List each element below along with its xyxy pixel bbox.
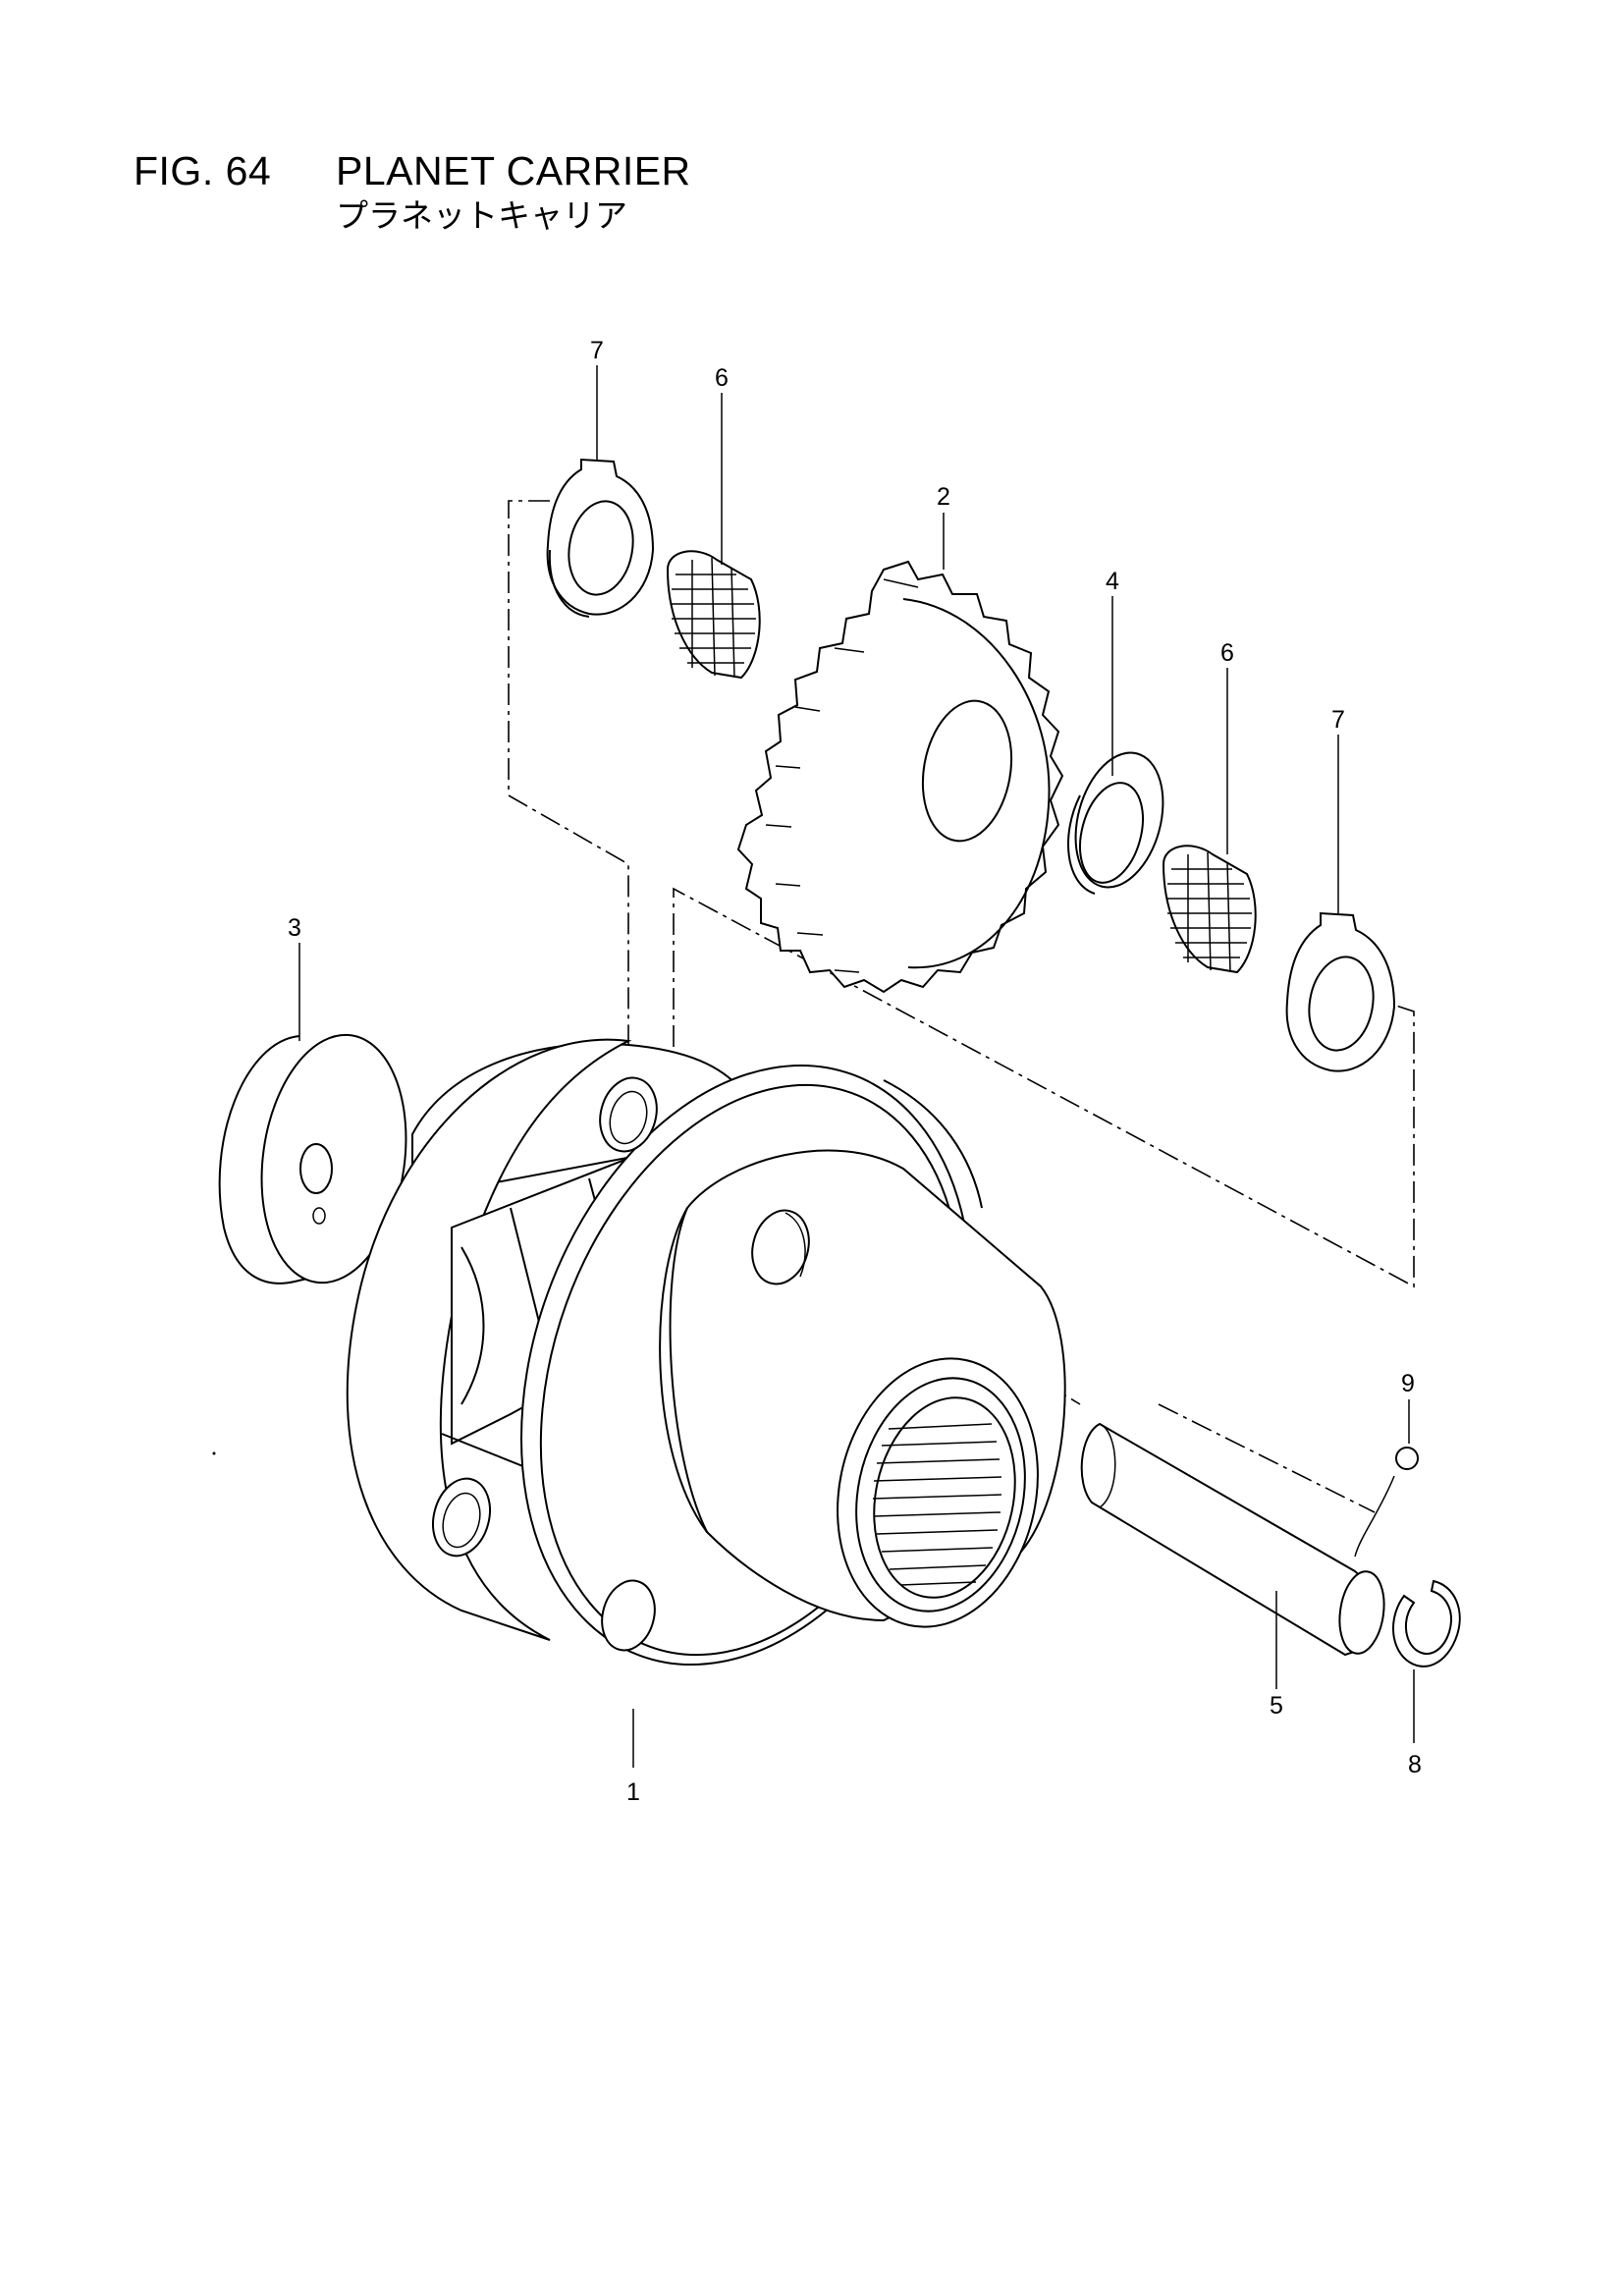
stray-dot	[212, 1451, 216, 1455]
callout-6b: 6	[1220, 639, 1234, 667]
callout-1: 1	[626, 1778, 640, 1806]
assembly-line-left	[508, 500, 629, 1120]
internal-splines	[872, 1423, 1002, 1586]
part-6-needle-bearing-lower	[1162, 845, 1257, 974]
part-6-needle-bearing-upper	[666, 550, 761, 680]
callout-2: 2	[937, 483, 950, 511]
callout-3: 3	[288, 914, 301, 942]
part-7-thrust-washer-upper	[546, 458, 655, 618]
callout-5: 5	[1270, 1692, 1283, 1720]
part-7-thrust-washer-lower	[1285, 911, 1396, 1072]
assembly-line-pin-end	[1158, 1403, 1376, 1513]
leader-lines	[298, 365, 1415, 1768]
figure-subtitle: プラネットキャリア	[336, 196, 627, 235]
callout-9: 9	[1401, 1370, 1415, 1397]
part-1-planet-carrier	[346, 1038, 1066, 1667]
figure-title: PLANET CARRIER	[336, 148, 691, 193]
callout-4: 4	[1106, 568, 1119, 595]
part-4-spacer-ring	[1067, 751, 1164, 895]
part-5-planet-pin	[1080, 1422, 1385, 1657]
callout-labels: 7 6 2 4 6 7 3 9 5 8 1	[288, 337, 1422, 1806]
part-3-thrust-washer	[218, 1033, 407, 1285]
part-8-snap-ring	[1392, 1579, 1461, 1667]
callout-8: 8	[1408, 1751, 1422, 1778]
assembly-line-right	[673, 887, 1415, 1288]
figure-header: FIG. 64 PLANET CARRIER プラネットキャリア	[134, 147, 1214, 265]
callout-6a: 6	[715, 364, 729, 392]
callout-7b: 7	[1331, 706, 1345, 734]
leader-9-tail	[1354, 1475, 1395, 1558]
part-9-steel-ball	[1395, 1447, 1419, 1470]
callout-7a: 7	[590, 337, 604, 364]
part-2-planet-gear	[736, 560, 1064, 994]
figure-number: FIG. 64	[134, 148, 272, 193]
